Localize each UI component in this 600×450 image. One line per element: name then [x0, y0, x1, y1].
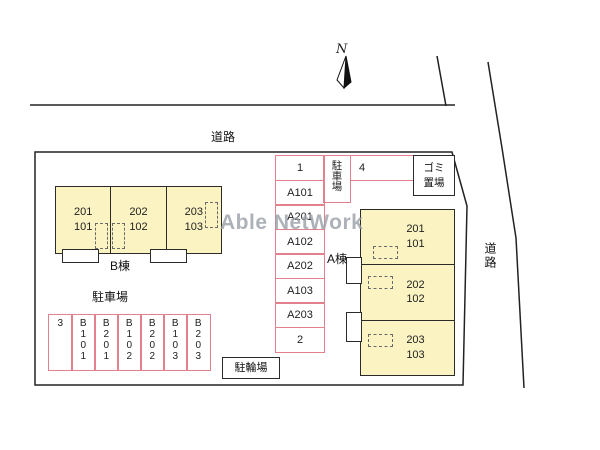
building-b-unit-1: 201 101 [73, 206, 93, 233]
parking-stall: B103 [163, 314, 188, 371]
parking-stall: B201 [94, 314, 119, 371]
building-b-unit-3: 203 103 [165, 187, 221, 253]
parking-stall: 1 [275, 155, 325, 181]
parking-stall: B101 [71, 314, 96, 371]
building-a-entrance-step [346, 312, 362, 342]
building-a-unit-3: 203 103 [361, 319, 454, 375]
parking-stall: A103 [275, 277, 325, 304]
building-b-unit-2: 202 102 [110, 187, 165, 253]
parking-stall: A101 [275, 179, 325, 206]
parking-stall: 2 [275, 326, 325, 353]
closet-dashed-box [95, 223, 108, 249]
road-label-right: 道路 [483, 242, 497, 270]
parking-stall: B102 [117, 314, 142, 371]
building-a-entrance-step [346, 257, 362, 284]
north-arrow-icon-white-half [336, 55, 347, 90]
building-a-name: A棟 [327, 252, 348, 266]
parking-stall: 3 [48, 314, 73, 371]
closet-dashed-box [205, 202, 218, 228]
building-a-unit-1: 201 101 [406, 223, 425, 251]
parking-stall-label: B102 [123, 318, 135, 362]
road-line-right-outer [487, 61, 525, 389]
bicycle-parking-box: 駐輪場 [222, 357, 280, 379]
parking-stall: A102 [275, 228, 325, 255]
parking-stall-label: B201 [100, 318, 112, 362]
north-label: N [336, 42, 348, 57]
parking-stall: B203 [186, 314, 211, 371]
closet-dashed-box [112, 223, 125, 249]
closet-dashed-box [373, 246, 398, 259]
parking-row-left: 3 B101 B201 B102 B202 B103 B203 [48, 314, 211, 371]
parking-side-label: 駐車場 [330, 160, 343, 192]
watermark: Able NetWork [220, 211, 364, 234]
parking-column-center: 1 A101 A201 A102 A202 A103 A203 2 [275, 155, 325, 353]
parking-stall-label: 4 [359, 162, 366, 174]
parking-lot-label: 駐車場 [91, 290, 128, 304]
parking-stall: B202 [140, 314, 165, 371]
building-b-entrance-step [150, 249, 187, 263]
building-a: 201 101 202 102 203 103 [360, 209, 455, 376]
building-b: 201 101 202 102 203 103 [55, 186, 222, 254]
road-label-top: 道路 [211, 130, 236, 144]
building-b-entrance-step [62, 249, 99, 263]
parking-stall-label: B103 [169, 318, 181, 362]
building-a-unit-2: 202 102 [361, 264, 454, 319]
parking-stall-label: 3 [54, 318, 66, 329]
road-line-right-inner [436, 55, 447, 107]
parking-stall-label: B101 [77, 318, 89, 362]
parking-stall: A201 [275, 204, 325, 230]
parking-stall-label: B203 [192, 318, 204, 362]
parking-stall-4: 4 [350, 155, 414, 181]
parking-stall: A202 [275, 253, 325, 279]
parking-stall: A203 [275, 302, 325, 328]
parking-side-box: 駐車場 [323, 155, 351, 203]
closet-dashed-box [368, 334, 393, 347]
building-b-name: B棟 [109, 259, 130, 273]
closet-dashed-box [368, 276, 393, 289]
garbage-area-box: ゴミ 置場 [413, 155, 455, 196]
parking-stall-label: B202 [146, 318, 158, 362]
